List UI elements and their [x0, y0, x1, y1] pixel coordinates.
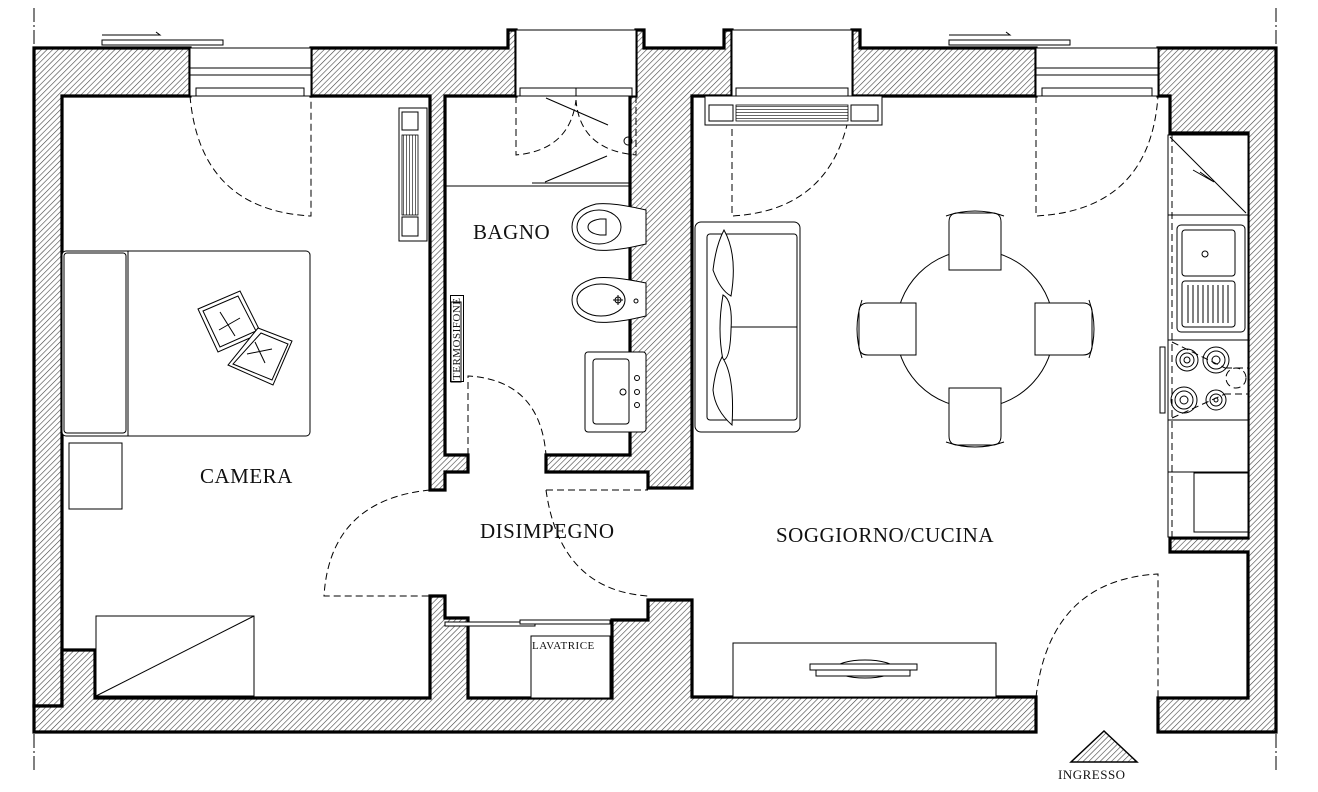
sofa	[694, 221, 801, 433]
fridge	[1168, 136, 1248, 216]
wardrobe	[95, 615, 255, 697]
door-swings	[189, 95, 1159, 698]
tv-cabinet	[732, 642, 997, 698]
bed	[61, 250, 311, 437]
toilet-icon	[571, 203, 647, 251]
room-label-soggiorno-cucina: SOGGIORNO/CUCINA	[776, 523, 995, 547]
kitchen-counter	[1159, 134, 1249, 538]
kitchen-sink-icon	[1176, 224, 1246, 333]
pillow-icon	[227, 327, 293, 386]
washing-machine-label: LAVATRICE	[532, 640, 595, 652]
entrance-label: INGRESSO	[1058, 767, 1126, 782]
shower	[445, 97, 633, 187]
radiator-bagno	[450, 301, 462, 383]
sink-icon	[584, 351, 647, 433]
windows	[101, 29, 1159, 97]
chair-icon	[945, 387, 1005, 448]
room-label-disimpegno: DISIMPEGNO	[480, 519, 615, 543]
washing-machine	[444, 619, 611, 699]
walls	[32, 28, 1278, 734]
room-label-bagno: BAGNO	[473, 220, 551, 244]
ac-unit	[704, 95, 883, 126]
radiator-camera	[398, 107, 428, 242]
stove-icon	[1159, 339, 1249, 421]
chair-icon	[1034, 299, 1095, 359]
radiator-label: TERMOSIFONE	[450, 295, 464, 382]
chair-icon	[945, 210, 1005, 271]
entrance-marker-icon	[1069, 729, 1139, 763]
chair-icon	[856, 299, 917, 359]
bidet-icon	[571, 277, 647, 323]
room-label-camera: CAMERA	[200, 464, 293, 488]
nightstand	[68, 442, 123, 510]
dining-table	[856, 210, 1095, 448]
dishwasher	[1193, 472, 1249, 533]
